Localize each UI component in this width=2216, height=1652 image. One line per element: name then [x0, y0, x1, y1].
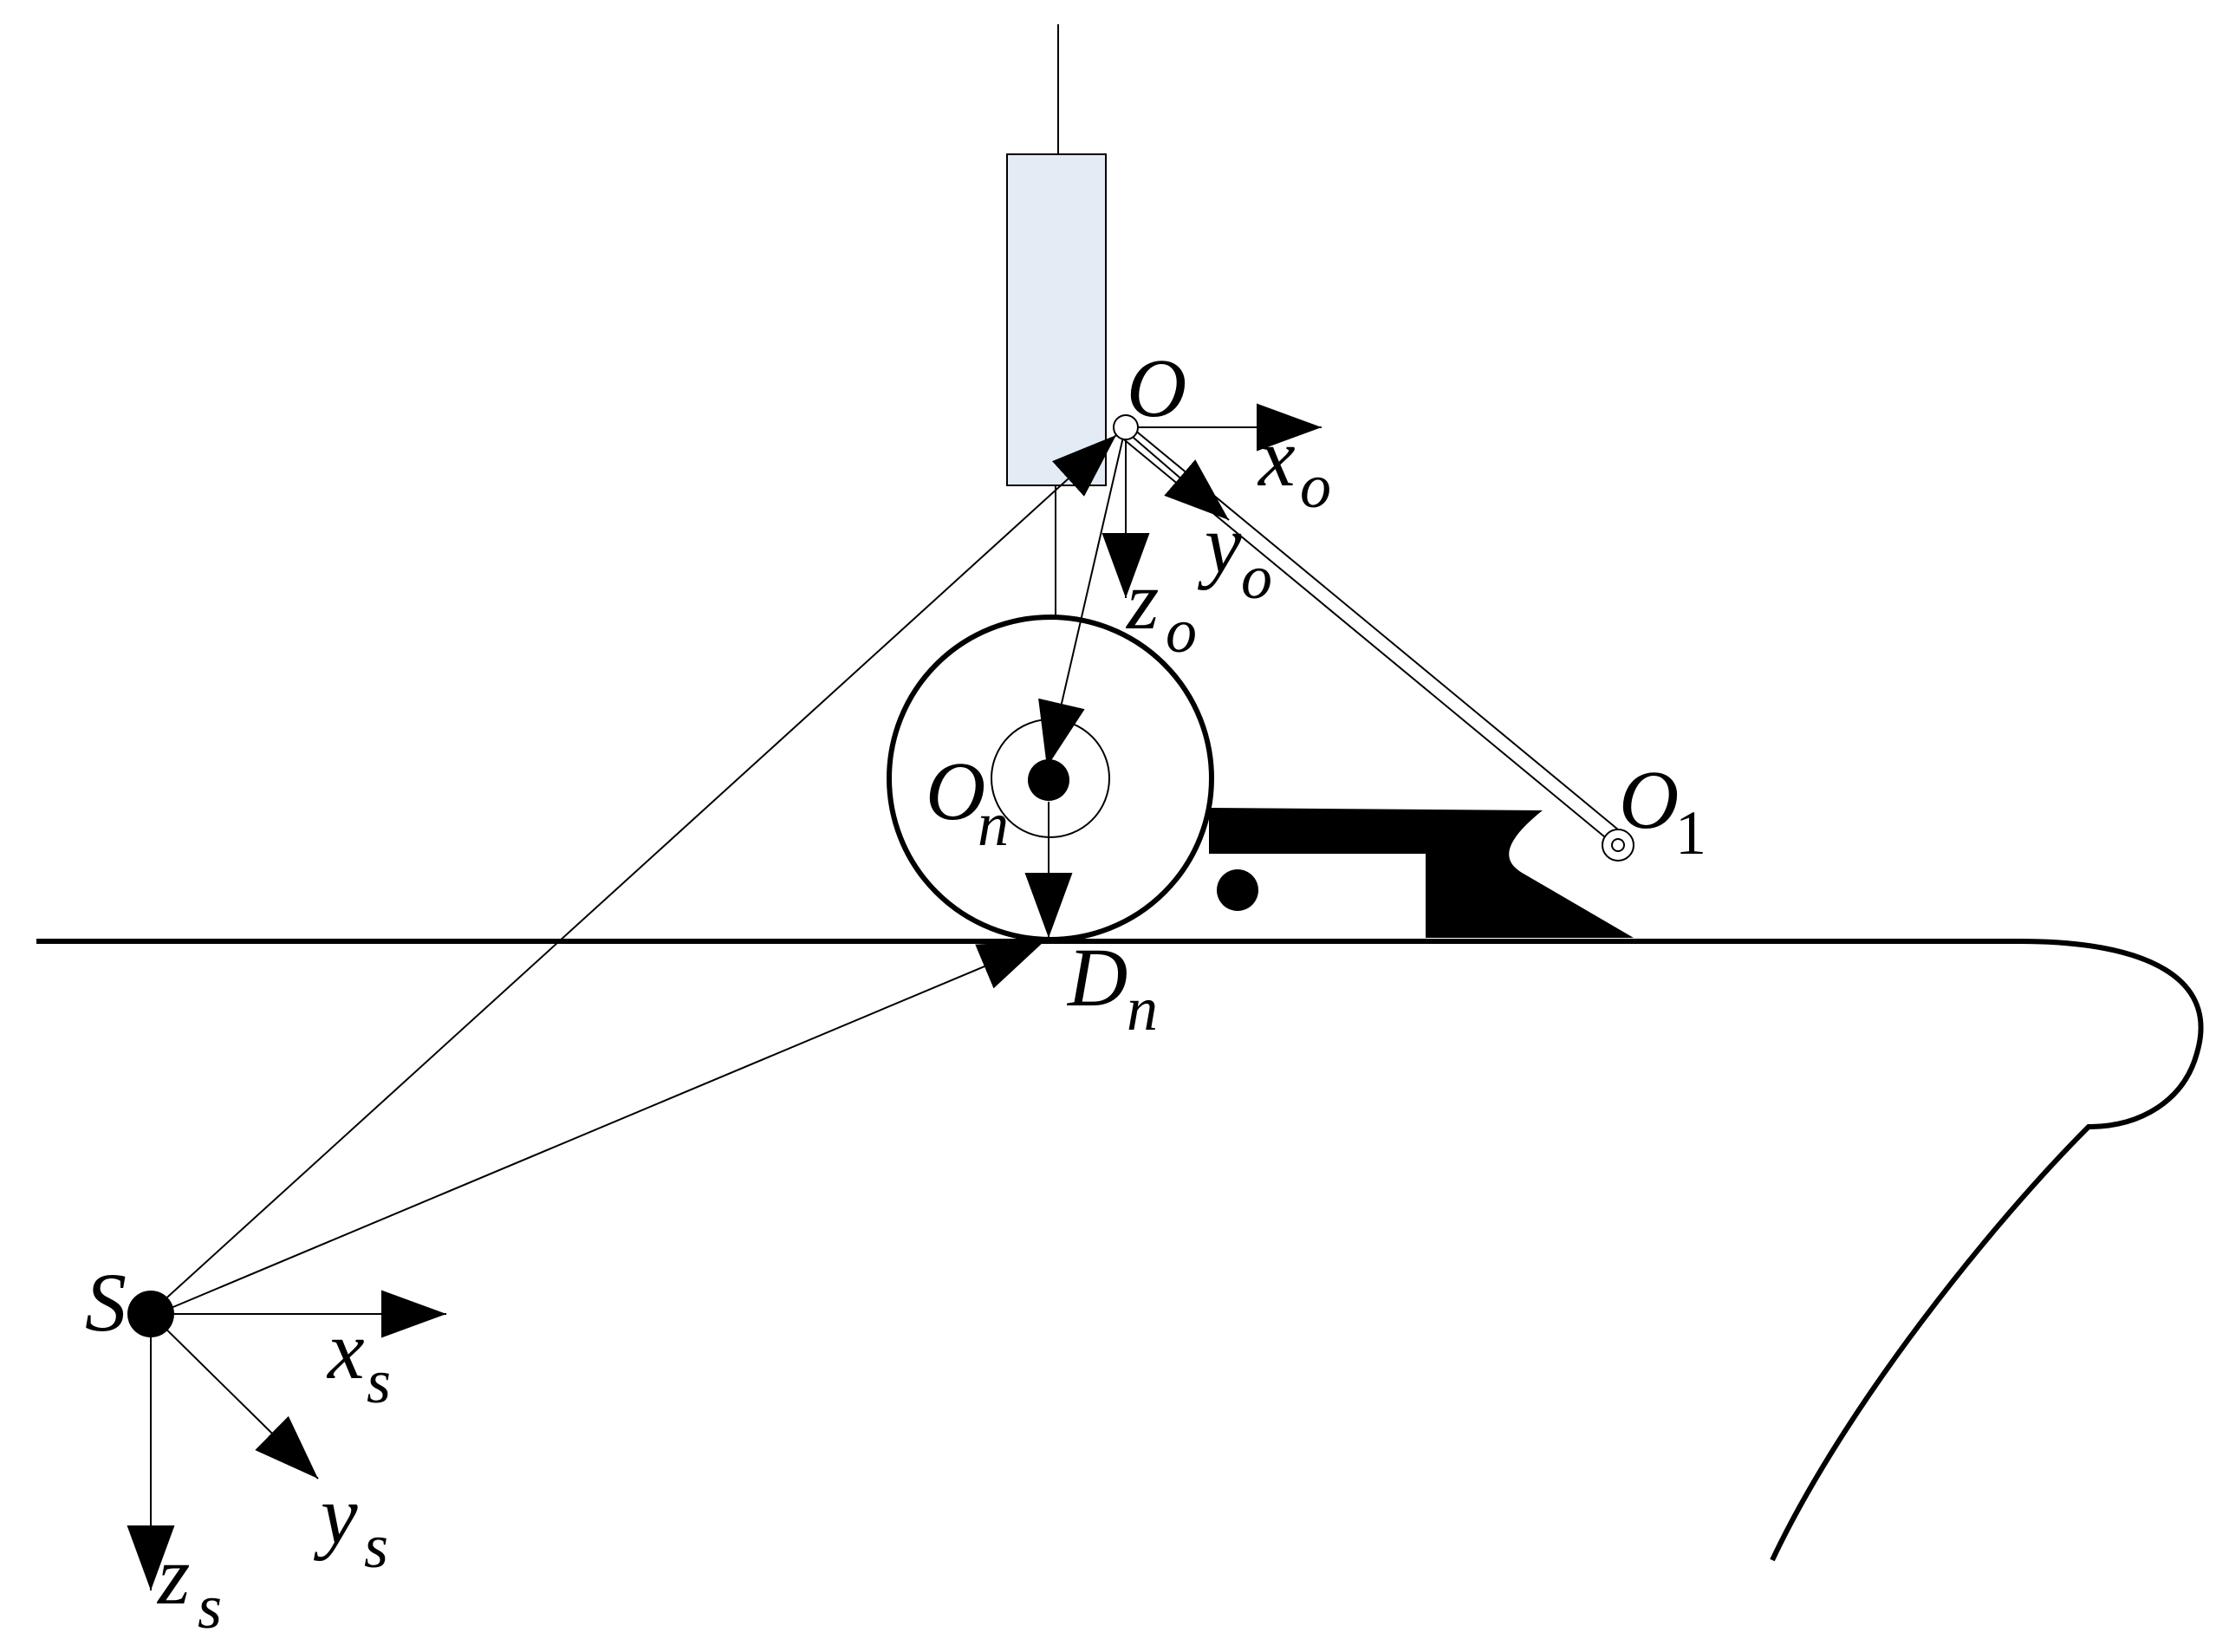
label-xo: x	[1257, 411, 1296, 504]
vector-S-to-O	[150, 434, 1117, 1313]
label-On-sub: n	[978, 790, 1009, 859]
ground-line	[36, 939, 2204, 1562]
chock-pin	[1217, 869, 1258, 911]
label-xs-sub: s	[367, 1347, 391, 1416]
label-O1: O	[1619, 753, 1679, 846]
vector-S-to-Dn	[152, 940, 1045, 1317]
wheel-chock	[1209, 808, 1634, 938]
label-zs-sub: s	[198, 1572, 222, 1642]
label-ys: y	[313, 1468, 358, 1561]
label-Dn: D	[1066, 931, 1127, 1024]
drag-brace-line-1	[1127, 424, 1624, 835]
axis-yo-arrow	[1127, 432, 1230, 521]
label-zo-sub: o	[1166, 596, 1197, 666]
shock-strut-cylinder	[1006, 153, 1107, 486]
label-zs: z	[156, 1529, 190, 1622]
label-ys-sub: s	[364, 1512, 388, 1581]
axis-ys-arrow	[150, 1313, 319, 1480]
label-Dn-sub: n	[1127, 974, 1158, 1044]
wheel-outer	[887, 615, 1214, 942]
pivot-O1-inner	[1611, 838, 1625, 852]
label-xs: x	[326, 1304, 365, 1396]
label-O1-sub: 1	[1675, 798, 1706, 868]
origin-O-marker	[1113, 414, 1139, 440]
label-yo-sub: o	[1241, 543, 1272, 612]
axle-point-On	[1028, 759, 1069, 801]
label-On: O	[926, 745, 985, 837]
label-S: S	[85, 1256, 127, 1349]
label-xo-sub: o	[1300, 452, 1331, 521]
label-zo: z	[1125, 554, 1159, 647]
label-O: O	[1127, 341, 1186, 434]
label-yo: y	[1197, 498, 1242, 590]
